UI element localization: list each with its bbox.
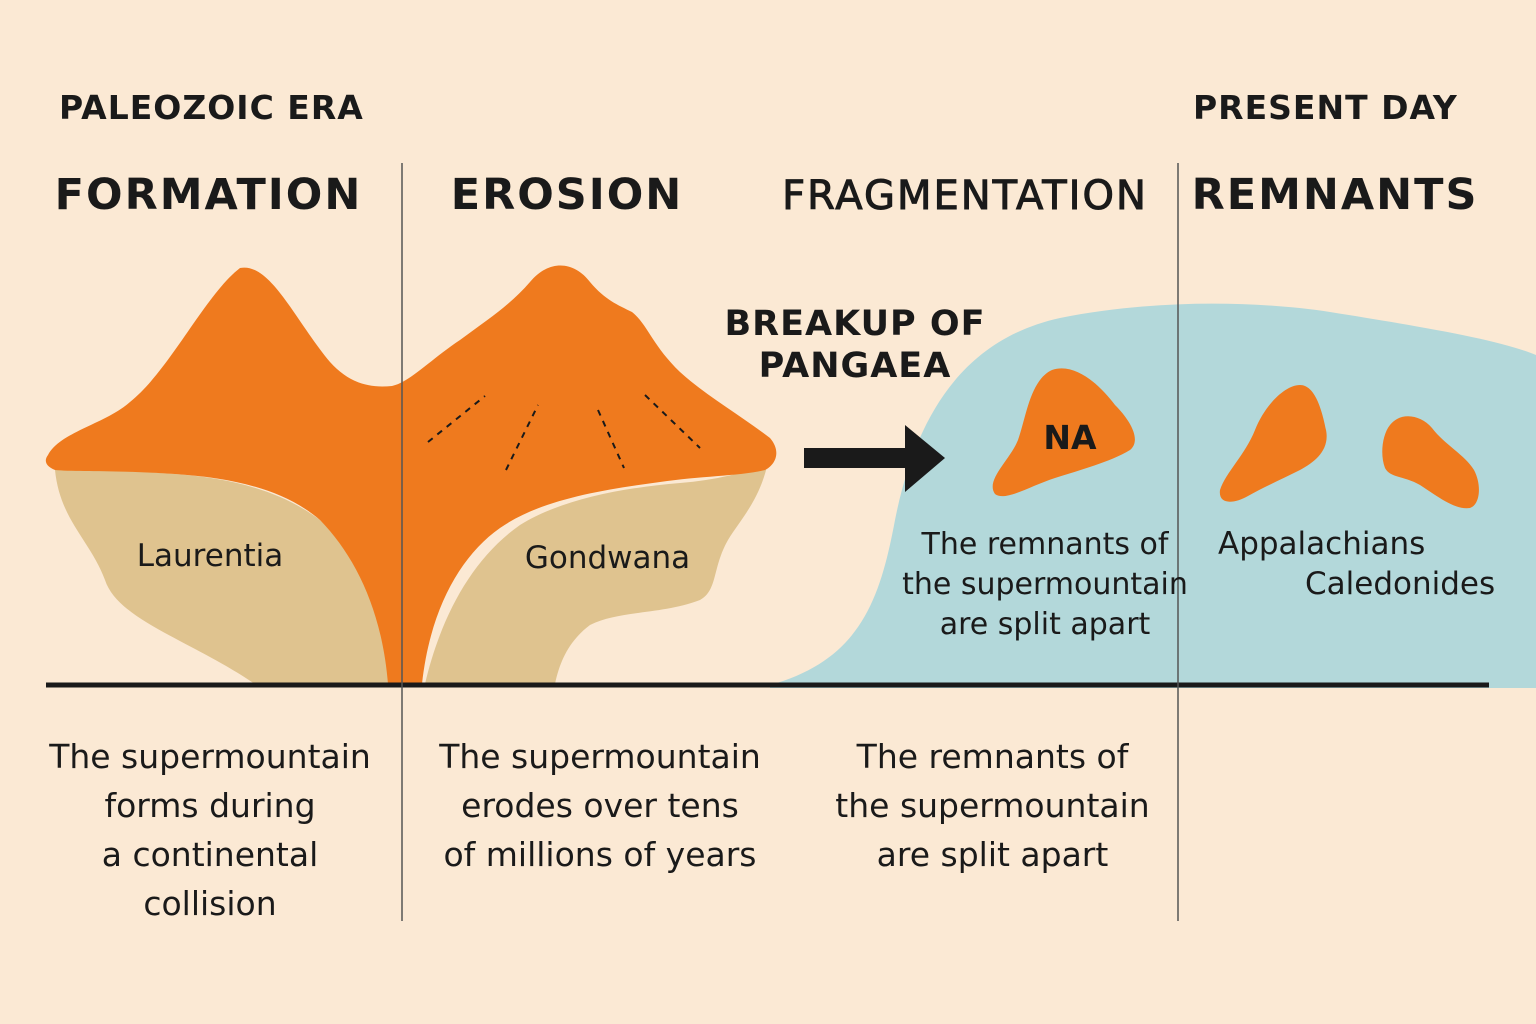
ocean-area [770,303,1536,688]
stage-description-formation: The supermountain forms during a contine… [49,737,371,923]
era-start-label: PALEOZOIC ERA [59,88,364,127]
fragment-note: The remnants of the supermountain are sp… [902,527,1188,642]
laurentia-label: Laurentia [136,538,284,574]
stage-title-erosion: EROSION [450,170,684,220]
laurentia-landmass [55,469,390,684]
stage-title-fragmentation: FRAGMENTATION [782,173,1148,220]
stage-title-formation: FORMATION [54,170,363,220]
gondwana-label: Gondwana [524,540,691,576]
gondwana-landmass [425,462,768,684]
caledonides-fragment [1382,416,1479,509]
supermountain [45,265,777,684]
appalachians-label: Appalachians [1218,526,1426,562]
erosion-marks [427,394,701,471]
caledonides-label: Caledonides [1305,566,1496,602]
stage-dividers [401,163,1179,921]
breakup-label: BREAKUP OF PANGAEA [724,304,986,386]
na-label: NA [1043,418,1097,457]
stage-title-remnants: REMNANTS [1191,170,1479,220]
stage-description-fragmentation: The remnants of the supermountain are sp… [835,737,1150,874]
stage-description-erosion: The supermountain erodes over tens of mi… [439,737,761,874]
appalachians-fragment [1219,385,1327,502]
na-fragment [992,368,1135,497]
arrow-right-icon [804,425,945,492]
era-end-label: PRESENT DAY [1193,88,1458,127]
